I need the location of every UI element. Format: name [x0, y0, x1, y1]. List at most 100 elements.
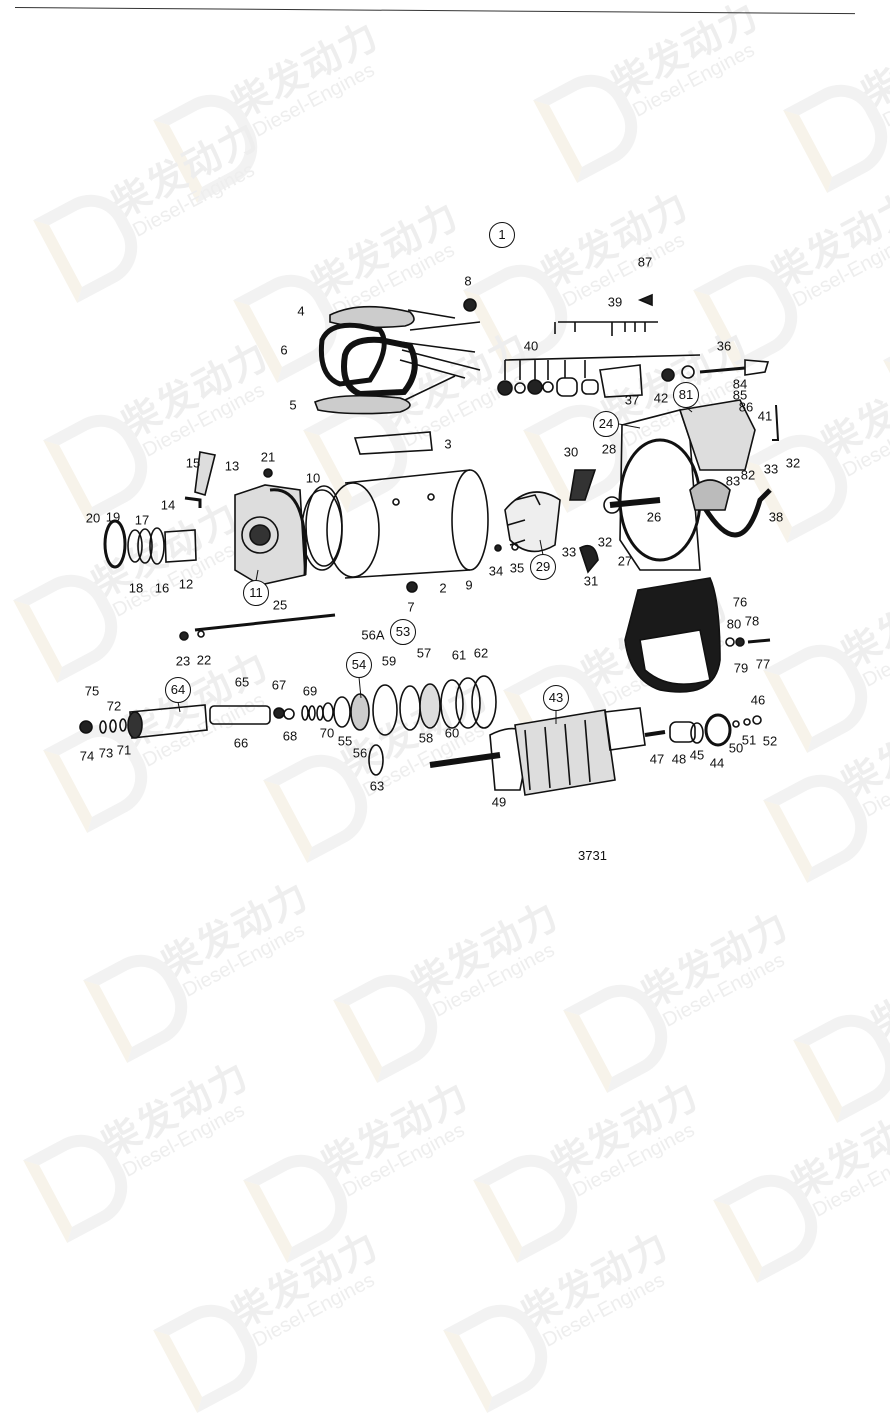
parts-drawing: [79, 293, 780, 796]
part-callout: 62: [473, 645, 489, 661]
part-callout: 8: [464, 273, 472, 289]
part-callout: 19: [105, 509, 121, 525]
part-callout: 20: [85, 510, 101, 526]
part-callout: 30: [563, 444, 579, 460]
drive-pinion-parts: [79, 675, 497, 776]
part-callout: 83: [725, 473, 741, 489]
brush-holder-parts: [494, 469, 599, 574]
part-callout: 59: [381, 653, 397, 669]
rubber-boot-part: [624, 577, 771, 693]
part-callout: 73: [98, 745, 114, 761]
part-callout: 72: [106, 698, 122, 714]
part-callout: 44: [709, 755, 725, 771]
part-callout: 32: [597, 534, 613, 550]
part-callout: 58: [418, 730, 434, 746]
yoke-housing-part: [301, 469, 489, 579]
part-callout: 31: [583, 573, 599, 589]
part-callout: 80: [726, 616, 742, 632]
part-callout: 50: [728, 740, 744, 756]
part-callout: 47: [649, 751, 665, 767]
part-callout: 16: [154, 580, 170, 596]
watermark-brand-cn: 柴发动力: [515, 1224, 677, 1337]
part-callout: 10: [305, 470, 321, 486]
part-callout: 85: [732, 387, 748, 403]
part-callout: 33: [763, 461, 779, 477]
part-callout: 6: [280, 342, 288, 358]
part-callout: 36: [716, 338, 732, 354]
field-coil-parts: [313, 298, 481, 415]
part-callout: 37: [624, 392, 640, 408]
terminal-hardware-parts: [497, 293, 780, 441]
part-callout: 35: [509, 560, 525, 576]
part-callout: 32: [785, 455, 801, 471]
part-callout: 42: [653, 390, 669, 406]
part-callout: 60: [444, 725, 460, 741]
watermark-logo-icon: [153, 1290, 272, 1413]
part-callout: 7: [407, 599, 415, 615]
part-callout: 25: [272, 597, 288, 613]
drive-end-bracket-part: [234, 484, 308, 586]
circled-part-callout: 81: [673, 382, 699, 408]
pole-shoe-part: [353, 431, 433, 455]
part-callout: 18: [128, 580, 144, 596]
part-callout: 56A: [361, 627, 385, 643]
circled-part-callout: 29: [530, 554, 556, 580]
part-callout: 27: [617, 553, 633, 569]
part-callout: 9: [465, 577, 473, 593]
part-callout: 33: [561, 544, 577, 560]
circled-part-callout: 64: [165, 677, 191, 703]
part-callout: 3: [444, 436, 452, 452]
circled-part-callout: 11: [243, 580, 269, 606]
part-callout: 22: [196, 652, 212, 668]
part-callout: 26: [646, 509, 662, 525]
part-callout: 57: [416, 645, 432, 661]
part-callout: 70: [319, 725, 335, 741]
part-callout: 46: [750, 692, 766, 708]
part-callout: 13: [224, 458, 240, 474]
commutator-end-frame-part: [603, 399, 772, 571]
watermark-brand-en: Diesel-Engines: [539, 1269, 669, 1352]
drawing-number: 3731: [578, 848, 607, 863]
part-callout: 15: [185, 455, 201, 471]
circled-part-callout: 24: [593, 411, 619, 437]
part-callout: 71: [116, 742, 132, 758]
part-callout: 21: [260, 449, 276, 465]
part-callout: 28: [601, 441, 617, 457]
part-callout: 34: [488, 563, 504, 579]
ring-part: [305, 485, 343, 567]
part-callout: 84: [732, 376, 748, 392]
part-callout: 23: [175, 653, 191, 669]
circled-part-callout: 53: [390, 619, 416, 645]
watermark-brand-en: Diesel-Engines: [249, 1269, 379, 1352]
part-callout: 4: [297, 303, 305, 319]
part-callout: 49: [491, 794, 507, 810]
part-callout: 5: [289, 397, 297, 413]
part-callout: 66: [233, 735, 249, 751]
part-callout: 67: [271, 677, 287, 693]
part-callout: 63: [369, 778, 385, 794]
bushing-parts: [103, 451, 273, 569]
armature-part: [429, 707, 762, 796]
watermark-brand-cn: 柴发动力: [225, 1224, 387, 1337]
screw-part: [406, 581, 418, 593]
part-callout: 78: [744, 613, 760, 629]
part-callout: 77: [755, 656, 771, 672]
circled-part-callout: 1: [489, 222, 515, 248]
part-callout: 39: [607, 294, 623, 310]
part-callout: 48: [671, 751, 687, 767]
part-callout: 51: [741, 732, 757, 748]
part-callout: 79: [733, 660, 749, 676]
part-callout: 14: [160, 497, 176, 513]
watermark-logo-icon: [443, 1290, 562, 1413]
circled-part-callout: 54: [346, 652, 372, 678]
part-callout: 82: [740, 467, 756, 483]
part-callout: 75: [84, 683, 100, 699]
part-callout: 52: [762, 733, 778, 749]
part-callout: 41: [757, 408, 773, 424]
part-callout: 56: [352, 745, 368, 761]
part-callout: 68: [282, 728, 298, 744]
part-callout: 74: [79, 748, 95, 764]
